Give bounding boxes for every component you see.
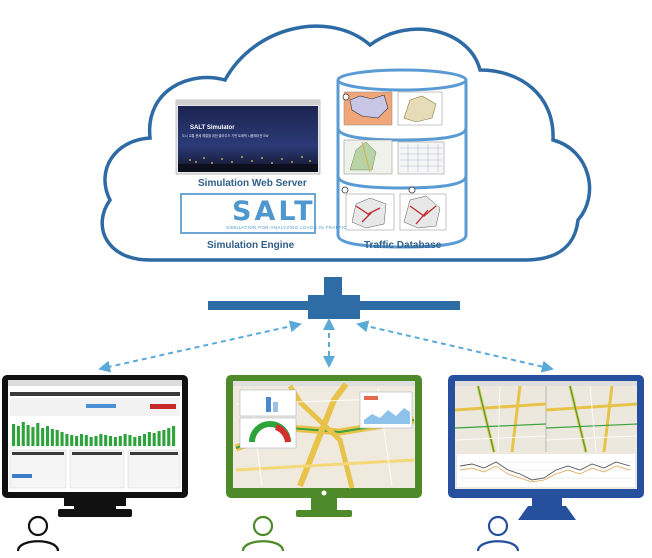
dashboard-bar (133, 437, 137, 446)
dashboard-bar (50, 429, 54, 446)
engine-label: Simulation Engine (207, 240, 295, 251)
user-icon-right (476, 515, 520, 552)
dashboard-bar (172, 426, 176, 446)
salt-logo: SALT SIMULATION FOR ANALYZING LOADS IN T… (180, 193, 347, 234)
dashboard-bar (94, 436, 98, 446)
map-timeline-monitor (448, 375, 644, 520)
dashboard-bar (147, 432, 151, 446)
dashboard-bar (104, 435, 108, 446)
web-server-label: Simulation Web Server (198, 178, 307, 189)
dashboard-bar (142, 434, 147, 446)
web-server-screenshot (175, 99, 321, 175)
web-page-title: SALT Simulator (190, 125, 235, 131)
dashboard-bar (60, 432, 64, 446)
connection-arrows (98, 318, 554, 373)
dashboard-bar-chart (12, 422, 176, 446)
dashboard-bar (128, 435, 132, 446)
salt-logo-subtitle: SIMULATION FOR ANALYZING LOADS IN TRAFFI… (226, 225, 348, 230)
map-gauge-monitor (226, 375, 422, 517)
database-thumbnails (341, 91, 447, 231)
dashboard-bar (16, 426, 20, 446)
dashboard-bar (45, 426, 50, 446)
dashboard-bar (167, 428, 171, 446)
dashboard-monitor (2, 375, 188, 517)
user-icon-center (241, 515, 285, 552)
dashboard-bar (26, 425, 30, 446)
salt-logo-text: SALT (232, 196, 316, 227)
dashboard-bar (162, 430, 166, 446)
dashboard-bar (55, 430, 59, 446)
dashboard-bar (31, 427, 35, 446)
dashboard-bar (21, 422, 25, 446)
dashboard-bar (12, 424, 16, 446)
dashboard-bar (152, 433, 156, 446)
dashboard-bar (113, 437, 117, 446)
web-page-text: 도시 교통 문제 해결을 위한 클라우드 기반 트래픽 시뮬레이션 SW (182, 134, 269, 138)
dashboard-bar (84, 435, 88, 446)
user-icon-left (16, 515, 60, 552)
dashboard-bar (41, 428, 45, 446)
network-hub (208, 277, 460, 319)
dashboard-bar (118, 436, 122, 446)
dashboard-bar (65, 434, 69, 446)
dashboard-bar (138, 436, 142, 446)
dashboard-bar (36, 423, 40, 446)
dashboard-bar (75, 436, 79, 446)
database-label: Traffic Database (364, 240, 442, 251)
dashboard-bar (89, 437, 93, 446)
dashboard-bar (70, 435, 74, 446)
dashboard-bar (79, 434, 83, 446)
dashboard-bar (123, 434, 127, 446)
dashboard-bar (157, 431, 161, 446)
dashboard-bar (109, 436, 113, 446)
dashboard-bar (99, 434, 103, 446)
